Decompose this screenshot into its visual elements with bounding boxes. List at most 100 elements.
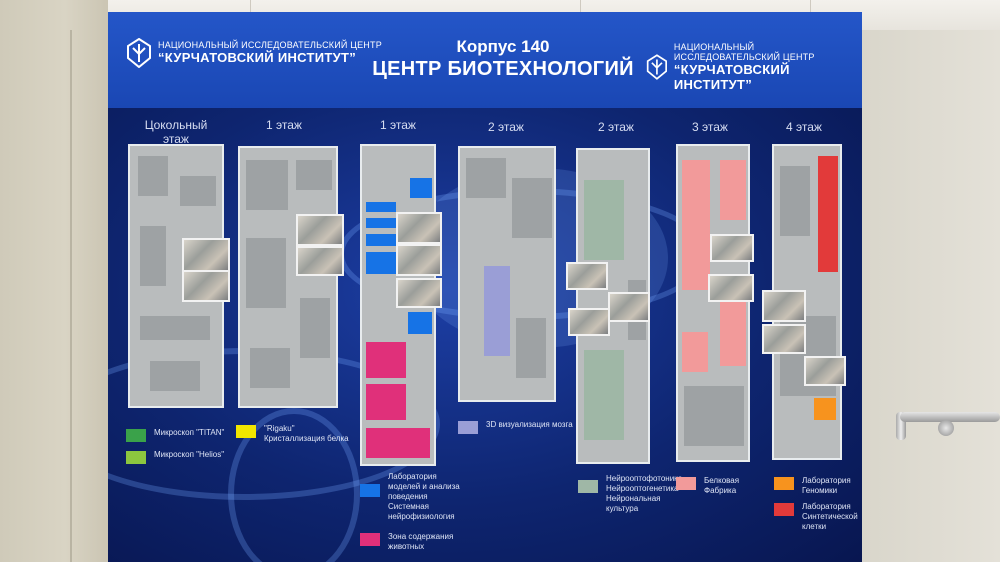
poster-title: Корпус 140 ЦЕНТР БИОТЕХНОЛОГИЙ [358, 37, 648, 81]
kurchatov-logo-icon [127, 38, 151, 68]
legend-label: Микроскоп "Helios" [154, 450, 225, 459]
logo-left-line1: НАЦИОНАЛЬНЫЙ ИССЛЕДОВАТЕЛЬСКИЙ ЦЕНТР [158, 40, 382, 51]
room [466, 158, 506, 198]
lab-photo [568, 308, 610, 336]
room [246, 238, 286, 308]
room [296, 160, 332, 190]
room [300, 298, 330, 358]
legend-label: "Rigaku" Кристаллизация белка [264, 424, 349, 443]
legend-item: Микроскоп "Helios" [126, 450, 236, 464]
legend-label: Лаборатория Синтетической клетки [802, 502, 858, 531]
room [140, 226, 166, 286]
floor-label: 2 этаж [598, 120, 634, 134]
zone-3d-brain-visualization [484, 266, 510, 356]
logo-left: НАЦИОНАЛЬНЫЙ ИССЛЕДОВАТЕЛЬСКИЙ ЦЕНТР “КУ… [126, 38, 382, 68]
room [246, 160, 288, 210]
legend-item: Лаборатория Синтетической клетки [774, 502, 860, 532]
floor-plan-1st [238, 146, 338, 408]
room [780, 166, 810, 236]
room [138, 156, 168, 196]
floor-label: 1 этаж [380, 118, 416, 132]
legend-item: Лаборатория Геномики [774, 476, 860, 496]
room [180, 176, 216, 206]
zone-animal-housing [366, 384, 406, 420]
zone-neurophotonics [584, 180, 624, 260]
legend-label: Нейрооптофотоника Нейрооптогенетика Нейр… [606, 474, 683, 513]
lab-photo [566, 262, 608, 290]
lab-photo [710, 234, 754, 262]
lab-photo [762, 290, 806, 322]
zone-behavior-lab [408, 312, 432, 334]
legend-swatch [774, 503, 794, 516]
floor-plan-3rd [676, 144, 750, 462]
legend-item: Нейрооптофотоника Нейрооптогенетика Нейр… [578, 474, 683, 514]
zone-protein-factory [682, 332, 708, 372]
legend-swatch [126, 451, 146, 464]
zone-behavior-lab [366, 234, 396, 246]
floor-label: 2 этаж [488, 120, 524, 134]
legend-swatch [578, 480, 598, 493]
legend-label: Лаборатория Геномики [802, 476, 851, 495]
legend-label: Лаборатория моделей и анализа поведения … [388, 472, 460, 521]
room [512, 178, 552, 238]
lab-photo [708, 274, 754, 302]
legend-label: Микроскоп "TITAN" [154, 428, 225, 437]
legend-label: 3D визуализация мозга [486, 420, 573, 429]
legend-swatch [360, 533, 380, 546]
lab-photo [608, 292, 650, 322]
building-number: Корпус 140 [456, 37, 550, 56]
zone-synthetic-cell-lab [818, 156, 838, 272]
zone-behavior-lab [410, 178, 432, 198]
wall-corner [70, 30, 72, 562]
logo-right-line1: НАЦИОНАЛЬНЫЙ ИССЛЕДОВАТЕЛЬСКИЙ ЦЕНТР [673, 42, 815, 63]
center-name: ЦЕНТР БИОТЕХНОЛОГИЙ [372, 58, 634, 80]
room [684, 386, 744, 446]
zone-protein-factory [720, 296, 746, 366]
handrail-post [896, 412, 906, 440]
legend-swatch [236, 425, 256, 438]
room [250, 348, 290, 388]
room [140, 316, 210, 340]
zone-behavior-lab [366, 218, 396, 228]
right-wall [862, 30, 1000, 562]
floor-plan-basement [128, 144, 224, 408]
legend-swatch [126, 429, 146, 442]
zone-protein-factory [720, 160, 746, 220]
legend-item: Зона содержания животных [360, 532, 470, 552]
lab-photo [182, 270, 230, 302]
zone-behavior-lab [366, 202, 396, 212]
legend-swatch [458, 421, 478, 434]
kurchatov-logo-icon [646, 54, 668, 81]
lab-photo [296, 214, 344, 246]
handrail [900, 412, 1000, 422]
room [150, 361, 200, 391]
legend-label: Зона содержания животных [388, 532, 454, 551]
left-wall [0, 0, 108, 562]
legend-label: Белковая Фабрика [704, 476, 740, 495]
zone-protein-factory [682, 160, 710, 290]
lab-photo [396, 244, 442, 276]
zone-animal-housing [366, 428, 430, 458]
zone-behavior-lab [366, 252, 396, 274]
floor-label: 1 этаж [266, 118, 302, 132]
legend-item: 3D визуализация мозга [458, 420, 588, 434]
legend-item: Микроскоп "TITAN" [126, 428, 236, 442]
lab-photo [396, 278, 442, 308]
poster-header [108, 12, 862, 108]
zone-animal-housing [366, 342, 406, 378]
logo-left-line2: “КУРЧАТОВСКИЙ ИНСТИТУТ” [158, 49, 357, 65]
lab-photo [296, 246, 344, 276]
lab-photo [396, 212, 442, 244]
handrail-knob [938, 420, 954, 436]
floor-label: 3 этаж [692, 120, 728, 134]
legend-item: "Rigaku" Кристаллизация белка [236, 424, 356, 444]
zone-genomics-lab [814, 398, 836, 420]
floor-label: Цокольный этаж [144, 118, 208, 147]
floor-plan-poster: НАЦИОНАЛЬНЫЙ ИССЛЕДОВАТЕЛЬСКИЙ ЦЕНТР “КУ… [108, 12, 862, 562]
dna-helix-graphic [228, 408, 360, 562]
floor-plan-2nd [458, 146, 556, 402]
legend-item: Белковая Фабрика [676, 476, 766, 496]
legend-swatch [676, 477, 696, 490]
floor-label: 4 этаж [786, 120, 822, 134]
lab-photo [804, 356, 846, 386]
